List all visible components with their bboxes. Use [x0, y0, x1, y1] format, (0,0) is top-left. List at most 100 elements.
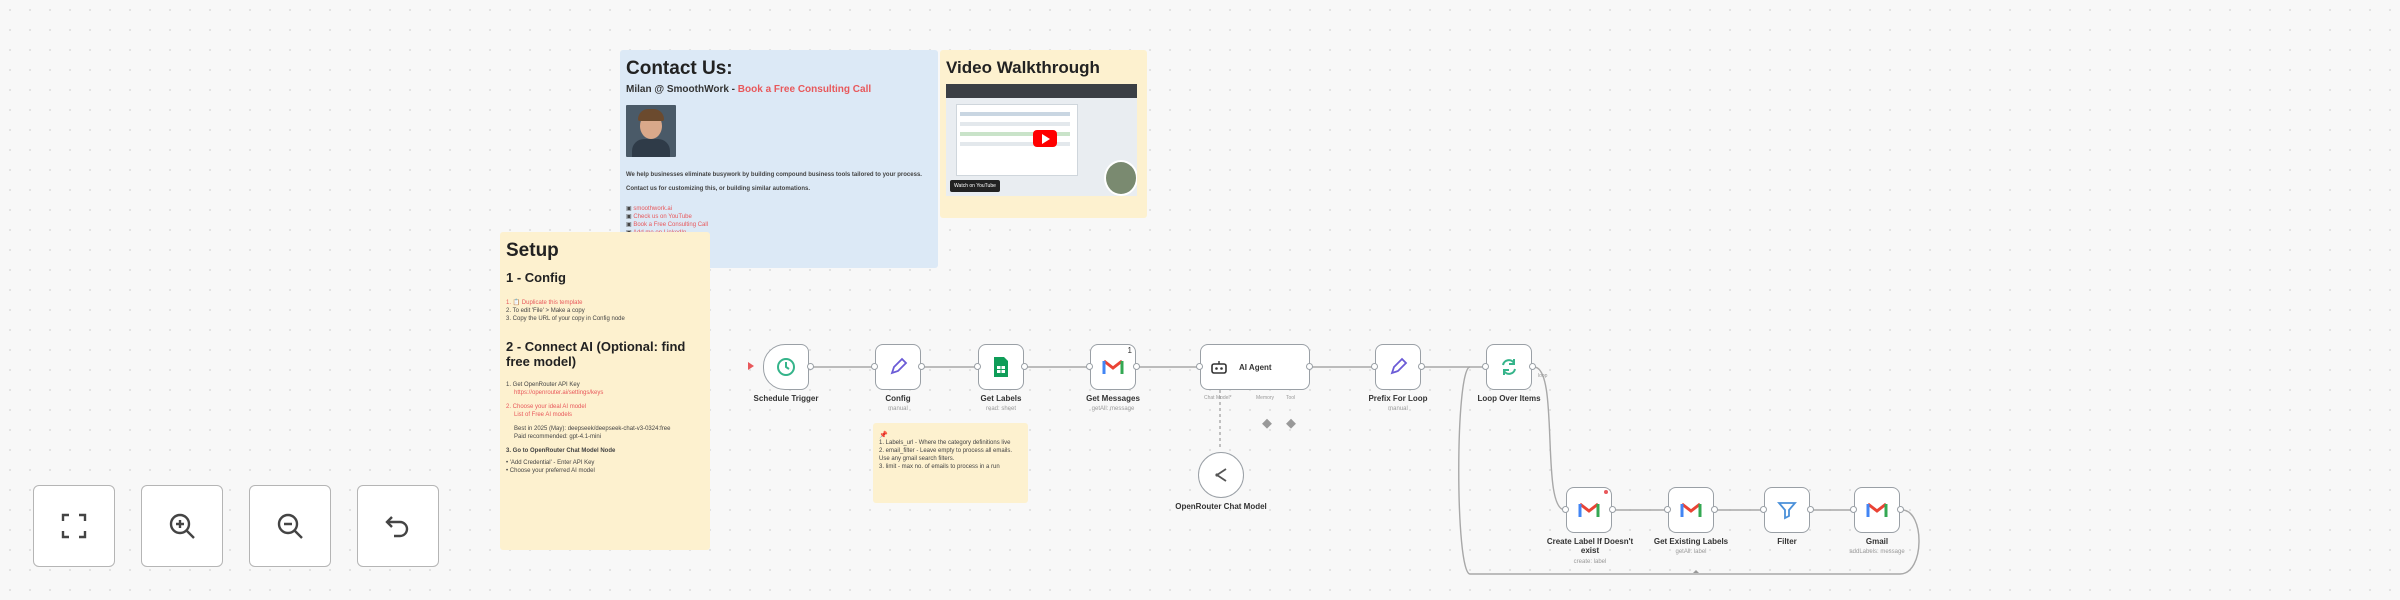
output-port[interactable]: [1529, 363, 1536, 370]
ai-step: 3. Go to OpenRouter Chat Model Node: [506, 448, 616, 454]
zoom-out-button[interactable]: [249, 485, 331, 567]
node-label: Create Label If Doesn't exist: [1546, 537, 1634, 555]
output-port[interactable]: [1807, 506, 1814, 513]
contact-title: Contact Us:: [626, 58, 733, 79]
zoom-in-icon: [169, 513, 195, 539]
setup-title: Setup: [506, 240, 559, 261]
youtube-icon: ▣: [626, 214, 632, 220]
config-note-sticky[interactable]: 📌 1. Labels_url - Where the category def…: [873, 423, 1028, 503]
input-port[interactable]: [1850, 506, 1857, 513]
node-label: Filter: [1777, 537, 1797, 546]
loop-icon: [1502, 359, 1516, 375]
node-sublabel: create: label: [1573, 559, 1607, 565]
calendar-icon: ▣: [626, 222, 632, 228]
input-port[interactable]: [1371, 363, 1378, 370]
ai-step: 1. Get OpenRouter API Key: [506, 382, 580, 388]
output-port[interactable]: [1021, 363, 1028, 370]
config-step: 3. Copy the URL of your copy in Config n…: [506, 316, 625, 322]
fullscreen-icon: [61, 513, 87, 539]
contact-subtitle: Milan @ SmoothWork - Book a Free Consult…: [626, 84, 872, 95]
book-call-link[interactable]: Book a Free Consulting Call: [737, 84, 872, 95]
contact-link-calendar[interactable]: ▣ Book a Free Consulting Call: [626, 222, 709, 228]
contact-body-2: Contact us for customizing this, or buil…: [626, 186, 811, 192]
output-port[interactable]: [1133, 363, 1140, 370]
ai-agent-node[interactable]: AI Agent: [1200, 344, 1310, 390]
node-label: OpenRouter Chat Model: [1175, 502, 1267, 511]
clock-icon: [777, 358, 795, 376]
get-messages-node[interactable]: 1: [1090, 344, 1136, 390]
setup-sticky-note[interactable]: Setup 1 - Config 1. 📋 Duplicate this tem…: [500, 232, 710, 550]
filter-node[interactable]: [1764, 487, 1810, 533]
prefix-for-loop-node[interactable]: [1375, 344, 1421, 390]
reset-zoom-button[interactable]: [357, 485, 439, 567]
node-sublabel: getAll: label: [1675, 549, 1707, 555]
output-port[interactable]: [1306, 363, 1313, 370]
gmail-icon: [1680, 502, 1702, 517]
contact-body-1: We help businesses eliminate busywork by…: [626, 172, 922, 178]
input-port[interactable]: [974, 363, 981, 370]
node-sublabel: getAll: message: [1091, 406, 1135, 412]
config-note-line: 3. limit - max no. of emails to process …: [879, 464, 1000, 470]
output-port[interactable]: [1711, 506, 1718, 513]
output-port[interactable]: [807, 363, 814, 370]
output-port[interactable]: [1897, 506, 1904, 513]
ai-step: • 'Add Credential' - Enter API Key: [506, 460, 595, 466]
config-note-line: 2. email_filter - Leave empty to process…: [879, 448, 1013, 462]
create-label-node[interactable]: [1566, 487, 1612, 533]
input-port[interactable]: [1086, 363, 1093, 370]
openrouter-chat-model-node[interactable]: [1198, 452, 1244, 498]
output-port[interactable]: [1418, 363, 1425, 370]
tool-port-label: Tool: [1286, 395, 1296, 401]
node-label: Get Messages: [1086, 394, 1140, 403]
input-port[interactable]: [1760, 506, 1767, 513]
ai-step-link[interactable]: List of Free AI models: [514, 412, 573, 418]
warning-dot-icon: [1604, 490, 1608, 494]
youtube-play-icon[interactable]: [1033, 130, 1057, 147]
config-node[interactable]: [875, 344, 921, 390]
watch-on-youtube-badge[interactable]: Watch on YouTube: [950, 180, 1000, 192]
video-thumbnail[interactable]: Watch on YouTube: [946, 84, 1137, 196]
input-port[interactable]: [1562, 506, 1569, 513]
google-sheets-icon: [994, 357, 1008, 377]
zoom-in-button[interactable]: [141, 485, 223, 567]
node-sublabel: addLabels: message: [1849, 549, 1905, 555]
video-presenter-thumbnail: [1104, 160, 1137, 196]
config-heading: 1 - Config: [506, 270, 566, 285]
ai-step-link[interactable]: https://openrouter.ai/settings/keys: [514, 390, 604, 396]
openrouter-icon: [1215, 468, 1227, 482]
contact-link-youtube[interactable]: ▣ Check us on YouTube: [626, 214, 692, 220]
output-port[interactable]: [1609, 506, 1616, 513]
input-port[interactable]: [871, 363, 878, 370]
config-step: 2. To edit 'File' > Make a copy: [506, 308, 585, 314]
get-labels-node[interactable]: [978, 344, 1024, 390]
node-sublabel: manual: [1388, 406, 1408, 412]
input-port[interactable]: [1482, 363, 1489, 370]
node-label: Config: [885, 394, 911, 403]
loop-over-items-node[interactable]: [1486, 344, 1532, 390]
node-badge-count: 1: [1127, 346, 1132, 355]
schedule-trigger-node[interactable]: [763, 344, 809, 390]
fit-view-button[interactable]: [33, 485, 115, 567]
pushpin-icon: 📌: [879, 432, 888, 439]
zoom-out-icon: [277, 513, 303, 539]
node-label: Get Labels: [980, 394, 1022, 403]
gmail-add-labels-node[interactable]: [1854, 487, 1900, 533]
input-port[interactable]: [1196, 363, 1203, 370]
globe-icon: ▣: [626, 206, 632, 212]
node-label: Gmail: [1865, 537, 1889, 546]
input-port[interactable]: [1664, 506, 1671, 513]
filter-icon: [1777, 502, 1797, 520]
conn-loop-create: [1533, 366, 1566, 511]
ai-agent-label: AI Agent: [1239, 362, 1272, 372]
undo-icon: [385, 516, 409, 538]
robot-icon: [1211, 361, 1227, 374]
output-port[interactable]: [918, 363, 925, 370]
gmail-icon: [1866, 502, 1888, 517]
config-step[interactable]: 1. 📋 Duplicate this template: [506, 300, 583, 306]
contact-link-website[interactable]: ▣ smoothwork.ai: [626, 206, 673, 212]
get-existing-labels-node[interactable]: [1668, 487, 1714, 533]
gmail-icon: [1102, 359, 1124, 374]
video-sticky-note[interactable]: Video Walkthrough Watch on YouTube: [940, 50, 1147, 218]
contact-sticky-note[interactable]: Contact Us: Milan @ SmoothWork - Book a …: [620, 50, 938, 268]
conn-gmail-loop-back: [1458, 366, 1920, 575]
